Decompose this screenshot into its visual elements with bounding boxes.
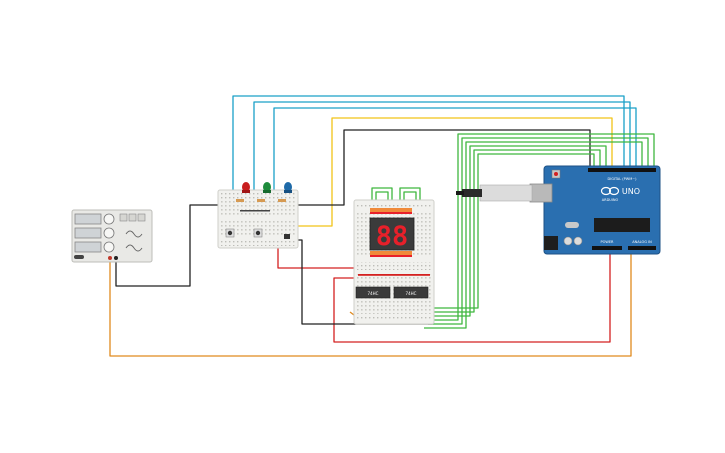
wire-green-3[interactable] (424, 141, 643, 329)
wire-blue-3[interactable] (273, 107, 637, 190)
shift-register-left[interactable]: 74HC (355, 286, 391, 299)
led-green[interactable] (263, 182, 271, 193)
resistor-1[interactable] (236, 199, 244, 202)
psu-button-1[interactable] (119, 213, 128, 222)
wire-green-5[interactable] (416, 149, 601, 313)
power-supply[interactable] (71, 209, 153, 263)
wire-blue-1[interactable] (232, 95, 625, 190)
psu-display-3 (74, 241, 102, 253)
resistor-array-top[interactable] (370, 208, 412, 214)
digital-header[interactable] (588, 168, 656, 172)
jumper-black[interactable] (240, 210, 270, 212)
resistor-array-bottom[interactable] (370, 251, 412, 257)
board-model: UNO (622, 187, 640, 196)
arduino-logo (600, 186, 620, 196)
wire-red-bottom[interactable] (333, 248, 611, 343)
psu-button-2[interactable] (128, 213, 137, 222)
psu-knob-3[interactable] (103, 241, 115, 253)
power-header-label: POWER (601, 240, 615, 244)
shift-register-right[interactable]: 74HC (393, 286, 429, 299)
pushbutton-2[interactable] (253, 228, 263, 238)
capacitor-2 (573, 236, 583, 246)
psu-terminal-negative[interactable] (114, 256, 118, 260)
chip-right-label: 74HC (406, 291, 417, 296)
chip-left-label: 74HC (368, 291, 379, 296)
usb-cable[interactable] (456, 184, 533, 202)
board-brand: ARDUINO (602, 198, 619, 202)
led-blue[interactable] (284, 182, 292, 193)
wire-blue-2[interactable] (253, 101, 631, 190)
pushbutton-1[interactable] (225, 228, 235, 238)
resistor-2[interactable] (257, 199, 265, 202)
seven-segment-display[interactable]: 88 (369, 217, 415, 252)
led-red[interactable] (242, 182, 250, 193)
red-rail-wire[interactable] (358, 274, 430, 276)
sine-wave-icon (125, 230, 143, 238)
display-breadboard[interactable]: 88 74HC 74HC (353, 199, 435, 325)
wire-green-1[interactable] (432, 133, 655, 321)
wire-green-4[interactable] (420, 145, 607, 317)
wire-yellow[interactable] (298, 117, 613, 227)
psu-display-1 (74, 213, 102, 225)
digital-header-label: DIGITAL (PWM~) (607, 177, 637, 181)
usb-connector[interactable] (529, 183, 553, 203)
power-header[interactable] (592, 246, 622, 250)
arduino-uno[interactable]: DIGITAL (PWM~) UNO ARDUINO POWER ANALOG … (456, 165, 661, 255)
wire-green-2[interactable] (428, 137, 649, 325)
psu-knob-1[interactable] (103, 213, 115, 225)
resistor-3[interactable] (278, 199, 286, 202)
transistor[interactable] (284, 234, 290, 239)
power-jack[interactable] (544, 236, 558, 250)
wire-green-j1[interactable] (371, 187, 393, 210)
wire-orange[interactable] (109, 248, 632, 357)
psu-terminal-positive[interactable] (108, 256, 112, 260)
psu-button-3[interactable] (137, 213, 146, 222)
analog-header-label: ANALOG IN (632, 240, 652, 244)
psu-knob-2[interactable] (103, 227, 115, 239)
wire-green-6[interactable] (412, 153, 595, 309)
microcontroller-chip (594, 218, 650, 232)
wire-black-psu[interactable] (115, 204, 218, 287)
wire-green-j3[interactable] (399, 187, 421, 210)
capacitor-1 (563, 236, 573, 246)
analog-header[interactable] (628, 246, 656, 250)
psu-switch[interactable] (74, 255, 84, 259)
seven-segment-digits: 88 (376, 221, 409, 252)
led-breadboard[interactable] (217, 182, 299, 249)
sine-wave-icon-2 (125, 244, 143, 252)
wire-black-top[interactable] (230, 129, 591, 206)
crystal (565, 222, 579, 228)
psu-display-2 (74, 227, 102, 239)
